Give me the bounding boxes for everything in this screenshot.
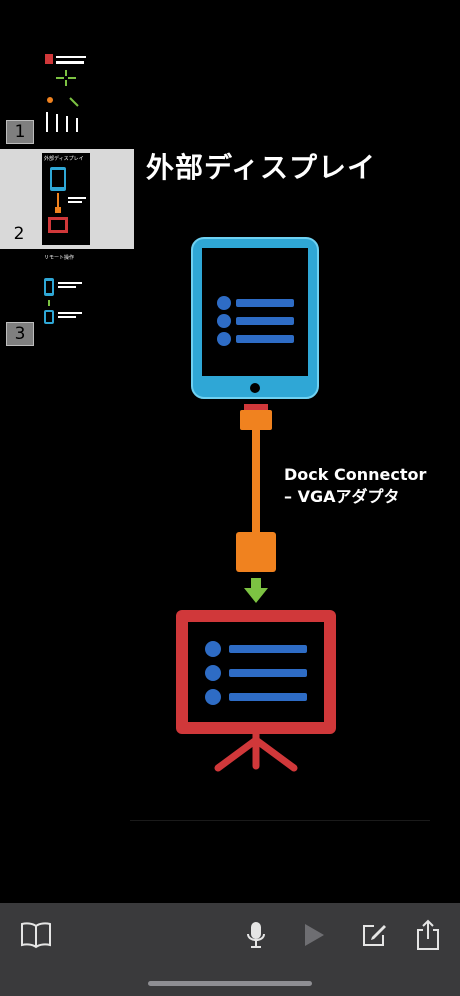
bottom-toolbar xyxy=(0,903,460,996)
compose-button[interactable] xyxy=(356,917,392,953)
slide-thumbnail-1[interactable]: 1 xyxy=(0,50,134,144)
slide-1-graphic xyxy=(45,54,86,132)
slide-2-preview: 外部ディスプレイ xyxy=(42,153,90,245)
slide-thumbnail-2[interactable]: 外部ディスプレイ 2 xyxy=(0,149,134,249)
slide-3-preview: リモート操作 xyxy=(42,252,90,342)
share-button[interactable] xyxy=(410,917,446,953)
divider xyxy=(130,820,430,821)
slide-title: 外部ディスプレイ xyxy=(146,151,377,184)
slide-diagram xyxy=(176,237,336,772)
ipad-icon xyxy=(191,237,319,399)
slide-3-title: リモート操作 xyxy=(44,255,75,261)
microphone-button[interactable] xyxy=(238,917,274,953)
slide-3-graphic xyxy=(44,278,82,324)
home-indicator xyxy=(148,981,312,986)
slide-number: 2 xyxy=(13,224,25,244)
slide-number: 3 xyxy=(6,322,34,346)
slide-2-title: 外部ディスプレイ xyxy=(44,156,84,162)
compose-icon xyxy=(363,925,386,946)
microphone-icon xyxy=(247,922,265,948)
slide-thumbnail-3[interactable]: リモート操作 3 xyxy=(0,252,134,346)
book-icon xyxy=(21,922,51,949)
slide-number: 1 xyxy=(6,120,34,144)
book-button[interactable] xyxy=(18,917,54,953)
projector-screen-icon xyxy=(176,610,336,772)
diagram-caption: Dock Connector – VGAアダプタ xyxy=(284,464,426,508)
share-icon xyxy=(417,919,439,950)
play-icon xyxy=(305,924,324,946)
slide-1-preview xyxy=(42,50,90,140)
play-button[interactable] xyxy=(296,917,332,953)
dock-connector-icon xyxy=(236,404,276,572)
caption-line-1: Dock Connector xyxy=(284,465,427,484)
slide-navigator: 1 外部ディスプレイ 2 リモート操作 xyxy=(0,0,134,820)
down-arrow-icon xyxy=(244,578,268,603)
caption-line-2: – VGAアダプタ xyxy=(284,487,400,506)
slide-2-graphic xyxy=(48,167,86,233)
